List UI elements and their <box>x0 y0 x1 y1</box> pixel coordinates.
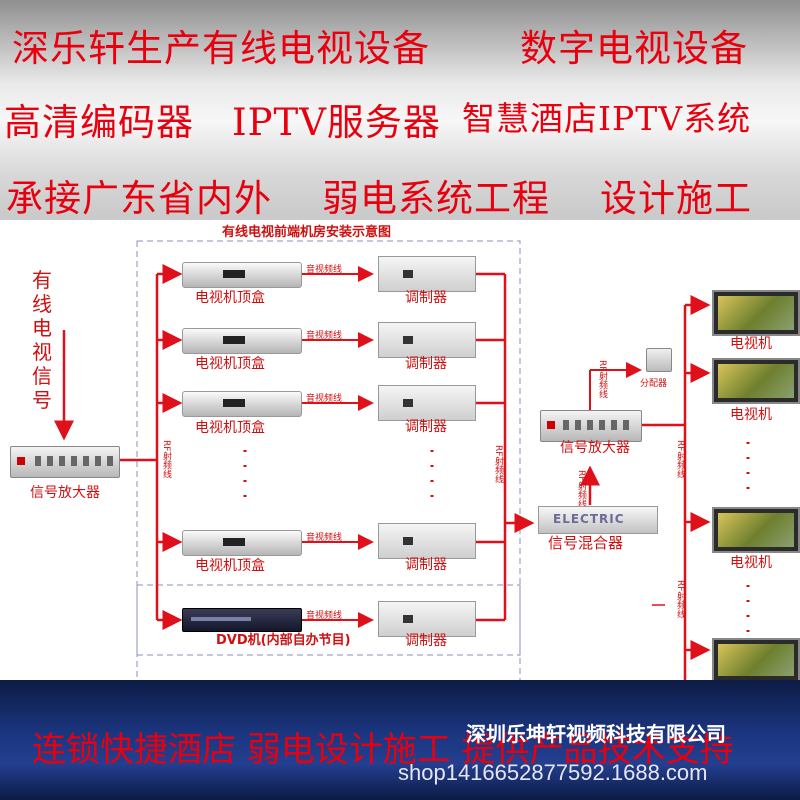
stb-label-3: 电视机顶盒 <box>195 420 265 436</box>
modulator-4 <box>378 523 476 559</box>
banner-line2-c: 智慧酒店IPTV系统 <box>462 99 752 138</box>
set-top-box-4 <box>182 530 302 556</box>
banner-line2-a: 高清编码器 <box>4 101 194 144</box>
tv-3 <box>712 507 800 553</box>
tv-screen <box>718 644 794 676</box>
amp-led <box>17 457 25 465</box>
rf-line-label-mid: RF射频线 <box>493 445 503 484</box>
banner-line3-c: 设计施工 <box>600 177 752 220</box>
modulator-label-3: 调制器 <box>405 419 447 435</box>
amp-ports <box>563 420 635 430</box>
dvd-tray <box>191 617 251 621</box>
bottom-banner: 连锁快捷酒店 弱电设计施工 提供产品技术支持 深圳乐坤轩视频科技有限公司 sho… <box>0 680 800 800</box>
amp-ports <box>35 456 113 466</box>
modulator-display <box>403 615 413 623</box>
modulator-2 <box>378 322 476 358</box>
top-banner: 深乐轩生产有线电视设备 数字电视设备 高清编码器 IPTV服务器 智慧酒店IPT… <box>0 0 800 220</box>
mixer-brand: ELECTRIC <box>553 512 625 526</box>
modulator-display <box>403 270 413 278</box>
cable-tv-diagram: 有线电视前端机房安装示意图 有线电视信号 信号放大器 RF射频线 电视机顶盒 电… <box>0 220 800 682</box>
tv-screen <box>718 296 794 330</box>
stb-label-2: 电视机顶盒 <box>195 356 265 372</box>
set-top-box-3 <box>182 391 302 417</box>
stb-display <box>223 399 245 407</box>
signal-mixer-label: 信号混合器 <box>548 534 624 552</box>
dvd-player <box>182 608 302 632</box>
tv-screen <box>718 513 794 547</box>
rf-line-label-left: RF射频线 <box>161 440 171 479</box>
footer-company: 深圳乐坤轩视频科技有限公司 <box>466 722 726 746</box>
tv-2 <box>712 358 800 404</box>
rf-line-label-tv2: RF射频线 <box>675 580 685 619</box>
modulator-5 <box>378 601 476 637</box>
av-line-label-4: 音视频线 <box>306 533 343 543</box>
av-line-label-1: 音视频线 <box>306 265 343 275</box>
modulator-label-4: 调制器 <box>405 557 447 573</box>
tv-4 <box>712 638 800 682</box>
footer-slogan: 连锁快捷酒店 弱电设计施工 提供产品技术支持 <box>32 730 734 770</box>
rf-line-label-mixer: RF射频线 <box>576 470 586 509</box>
splitter-device <box>646 348 672 372</box>
modulator-3 <box>378 385 476 421</box>
source-signal-label: 有线电视信号 <box>32 268 52 412</box>
modulator-1 <box>378 256 476 292</box>
av-line-label-3: 音视频线 <box>306 394 343 404</box>
modulator-display <box>403 537 413 545</box>
signal-amplifier-left <box>10 446 120 478</box>
modulator-label-5: 调制器 <box>405 633 447 649</box>
rf-line-label-tv1: RF射频线 <box>675 440 685 479</box>
stb-label-4: 电视机顶盒 <box>195 558 265 574</box>
av-line-label-5: 音视频线 <box>306 611 343 621</box>
modulator-display <box>403 399 413 407</box>
signal-amplifier-right-label: 信号放大器 <box>560 440 630 456</box>
modulator-display <box>403 336 413 344</box>
footer-shop-url: shop1416652877592.1688.com <box>398 760 708 785</box>
tv-screen <box>718 364 794 398</box>
tv-label-2: 电视机 <box>730 407 772 423</box>
signal-amplifier-left-label: 信号放大器 <box>30 485 100 501</box>
stb-display <box>223 270 245 278</box>
tv-label-3: 电视机 <box>730 555 772 571</box>
banner-line3-a: 承接广东省内外 <box>6 177 272 220</box>
modulator-label-1: 调制器 <box>405 290 447 306</box>
modulator-label-2: 调制器 <box>405 356 447 372</box>
dvd-frame <box>136 584 521 656</box>
dvd-label: DVD机(内部自办节目) <box>216 633 351 648</box>
amp-led <box>547 421 555 429</box>
stb-label-1: 电视机顶盒 <box>195 290 265 306</box>
splitter-label: 分配器 <box>640 379 668 389</box>
av-line-label-2: 音视频线 <box>306 331 343 341</box>
diagram-lines <box>54 240 750 680</box>
banner-line1-a: 深乐轩生产有线电视设备 <box>12 27 430 70</box>
stb-display <box>223 538 245 546</box>
set-top-box-2 <box>182 328 302 354</box>
signal-mixer: ELECTRIC <box>538 506 658 534</box>
banner-line3-b: 弱电系统工程 <box>322 177 550 220</box>
tv-1 <box>712 290 800 336</box>
diagram-title: 有线电视前端机房安装示意图 <box>222 225 392 240</box>
set-top-box-1 <box>182 262 302 288</box>
banner-line2-b: IPTV服务器 <box>232 101 441 144</box>
rf-line-label-amp: RF射频线 <box>597 360 607 399</box>
signal-amplifier-right <box>540 410 642 442</box>
stb-display <box>223 336 245 344</box>
tv-label-1: 电视机 <box>730 336 772 352</box>
banner-line1-b: 数字电视设备 <box>520 27 748 70</box>
